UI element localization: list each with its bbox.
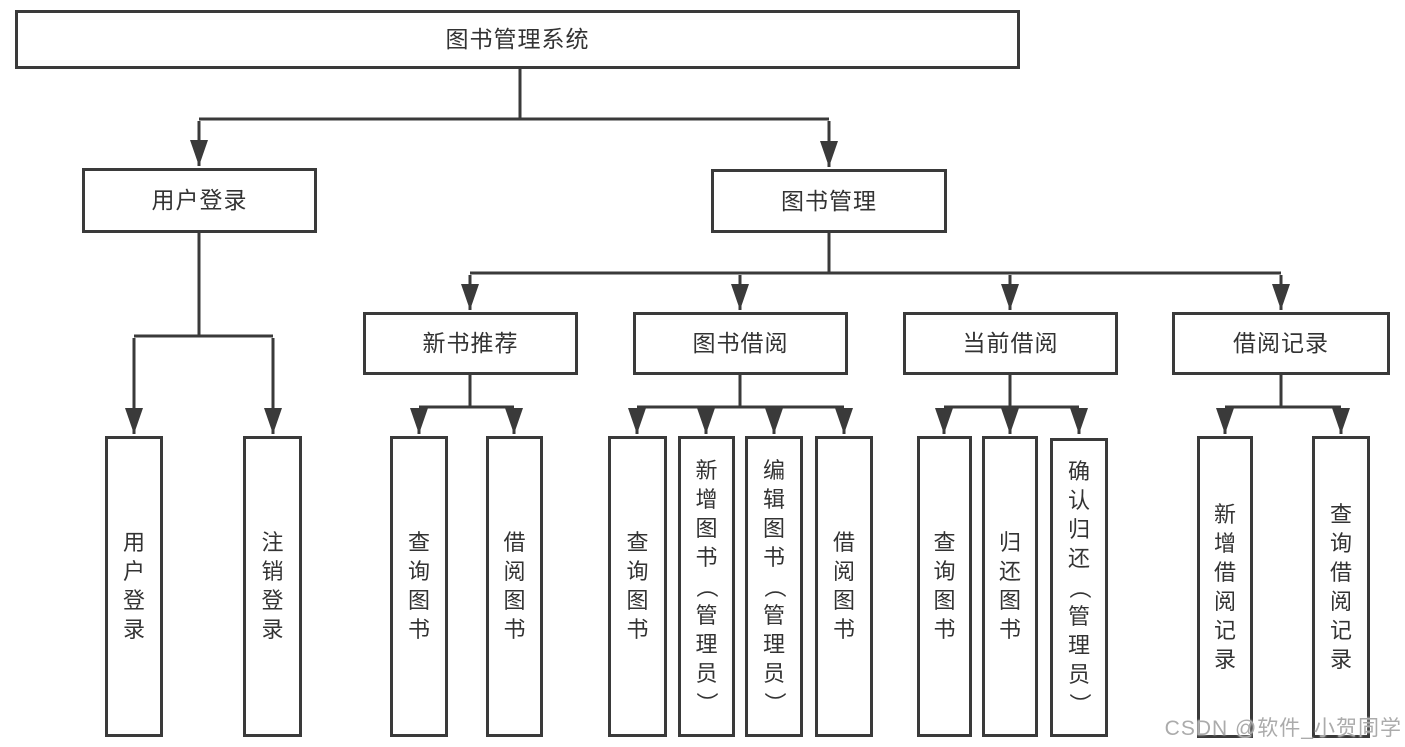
node-new-book-recommendation: 新书推荐	[363, 312, 578, 375]
node-label: 借阅记录	[1233, 330, 1329, 356]
node-label: 图书管理系统	[445, 26, 590, 52]
node-label: 借阅图书	[503, 530, 526, 642]
node-label: 新增图书（管理员）	[694, 457, 720, 714]
node-borrowing-records: 借阅记录	[1172, 312, 1390, 375]
connector-newbook-to-leaves	[419, 375, 514, 409]
node-label: 用户登录	[122, 530, 145, 642]
node-book-borrowing: 图书借阅	[633, 312, 848, 375]
connector-bookborrow-to-leaves	[637, 375, 844, 409]
leaf-query-books-3: 查询图书	[917, 436, 972, 737]
node-label: 确认归还（管理员）	[1066, 458, 1092, 715]
node-label: 图书借阅	[692, 330, 789, 356]
leaf-confirm-return-admin: 确认归还（管理员）	[1050, 438, 1108, 737]
connector-borrowrecords-to-leaves	[1225, 375, 1341, 409]
leaf-add-borrow-record: 新增借阅记录	[1197, 436, 1253, 738]
node-label: 查询图书	[626, 530, 649, 642]
node-label: 归还图书	[998, 530, 1021, 642]
connector-bookmgmt-to-level3	[470, 233, 1281, 275]
node-label: 用户登录	[151, 187, 248, 213]
leaf-query-books-1: 查询图书	[390, 436, 448, 737]
node-label: 当前借阅	[962, 330, 1059, 356]
node-label: 图书管理	[781, 187, 877, 214]
leaf-edit-books-admin: 编辑图书（管理员）	[745, 436, 803, 737]
node-label: 查询图书	[407, 530, 430, 642]
watermark: CSDN @软件_小贺同学	[1164, 717, 1402, 740]
leaf-borrow-books-1: 借阅图书	[486, 436, 543, 737]
node-label: 查询图书	[933, 530, 956, 642]
leaf-add-books-admin: 新增图书（管理员）	[678, 436, 735, 737]
node-label: 编辑图书（管理员）	[761, 457, 787, 714]
leaf-query-borrow-record: 查询借阅记录	[1312, 436, 1370, 738]
leaf-logout: 注销登录	[243, 436, 302, 737]
node-label: 查询借阅记录	[1329, 501, 1352, 672]
leaf-return-books: 归还图书	[982, 436, 1038, 737]
node-label: 新增借阅记录	[1213, 501, 1236, 672]
node-current-borrowing: 当前借阅	[903, 312, 1118, 375]
leaf-borrow-books-2: 借阅图书	[815, 436, 873, 737]
node-label: 注销登录	[261, 530, 284, 642]
node-library-management-system: 图书管理系统	[15, 10, 1020, 69]
connector-root-to-level2	[199, 69, 829, 121]
node-label: 借阅图书	[832, 530, 855, 642]
leaf-user-login: 用户登录	[105, 436, 163, 737]
node-book-management: 图书管理	[711, 169, 947, 233]
node-user-login: 用户登录	[82, 168, 317, 233]
connector-currentborrow-to-leaves	[944, 375, 1079, 409]
node-label: 新书推荐	[422, 330, 519, 356]
leaf-query-books-2: 查询图书	[608, 436, 667, 737]
connector-userlogin-to-leaves	[134, 233, 273, 338]
